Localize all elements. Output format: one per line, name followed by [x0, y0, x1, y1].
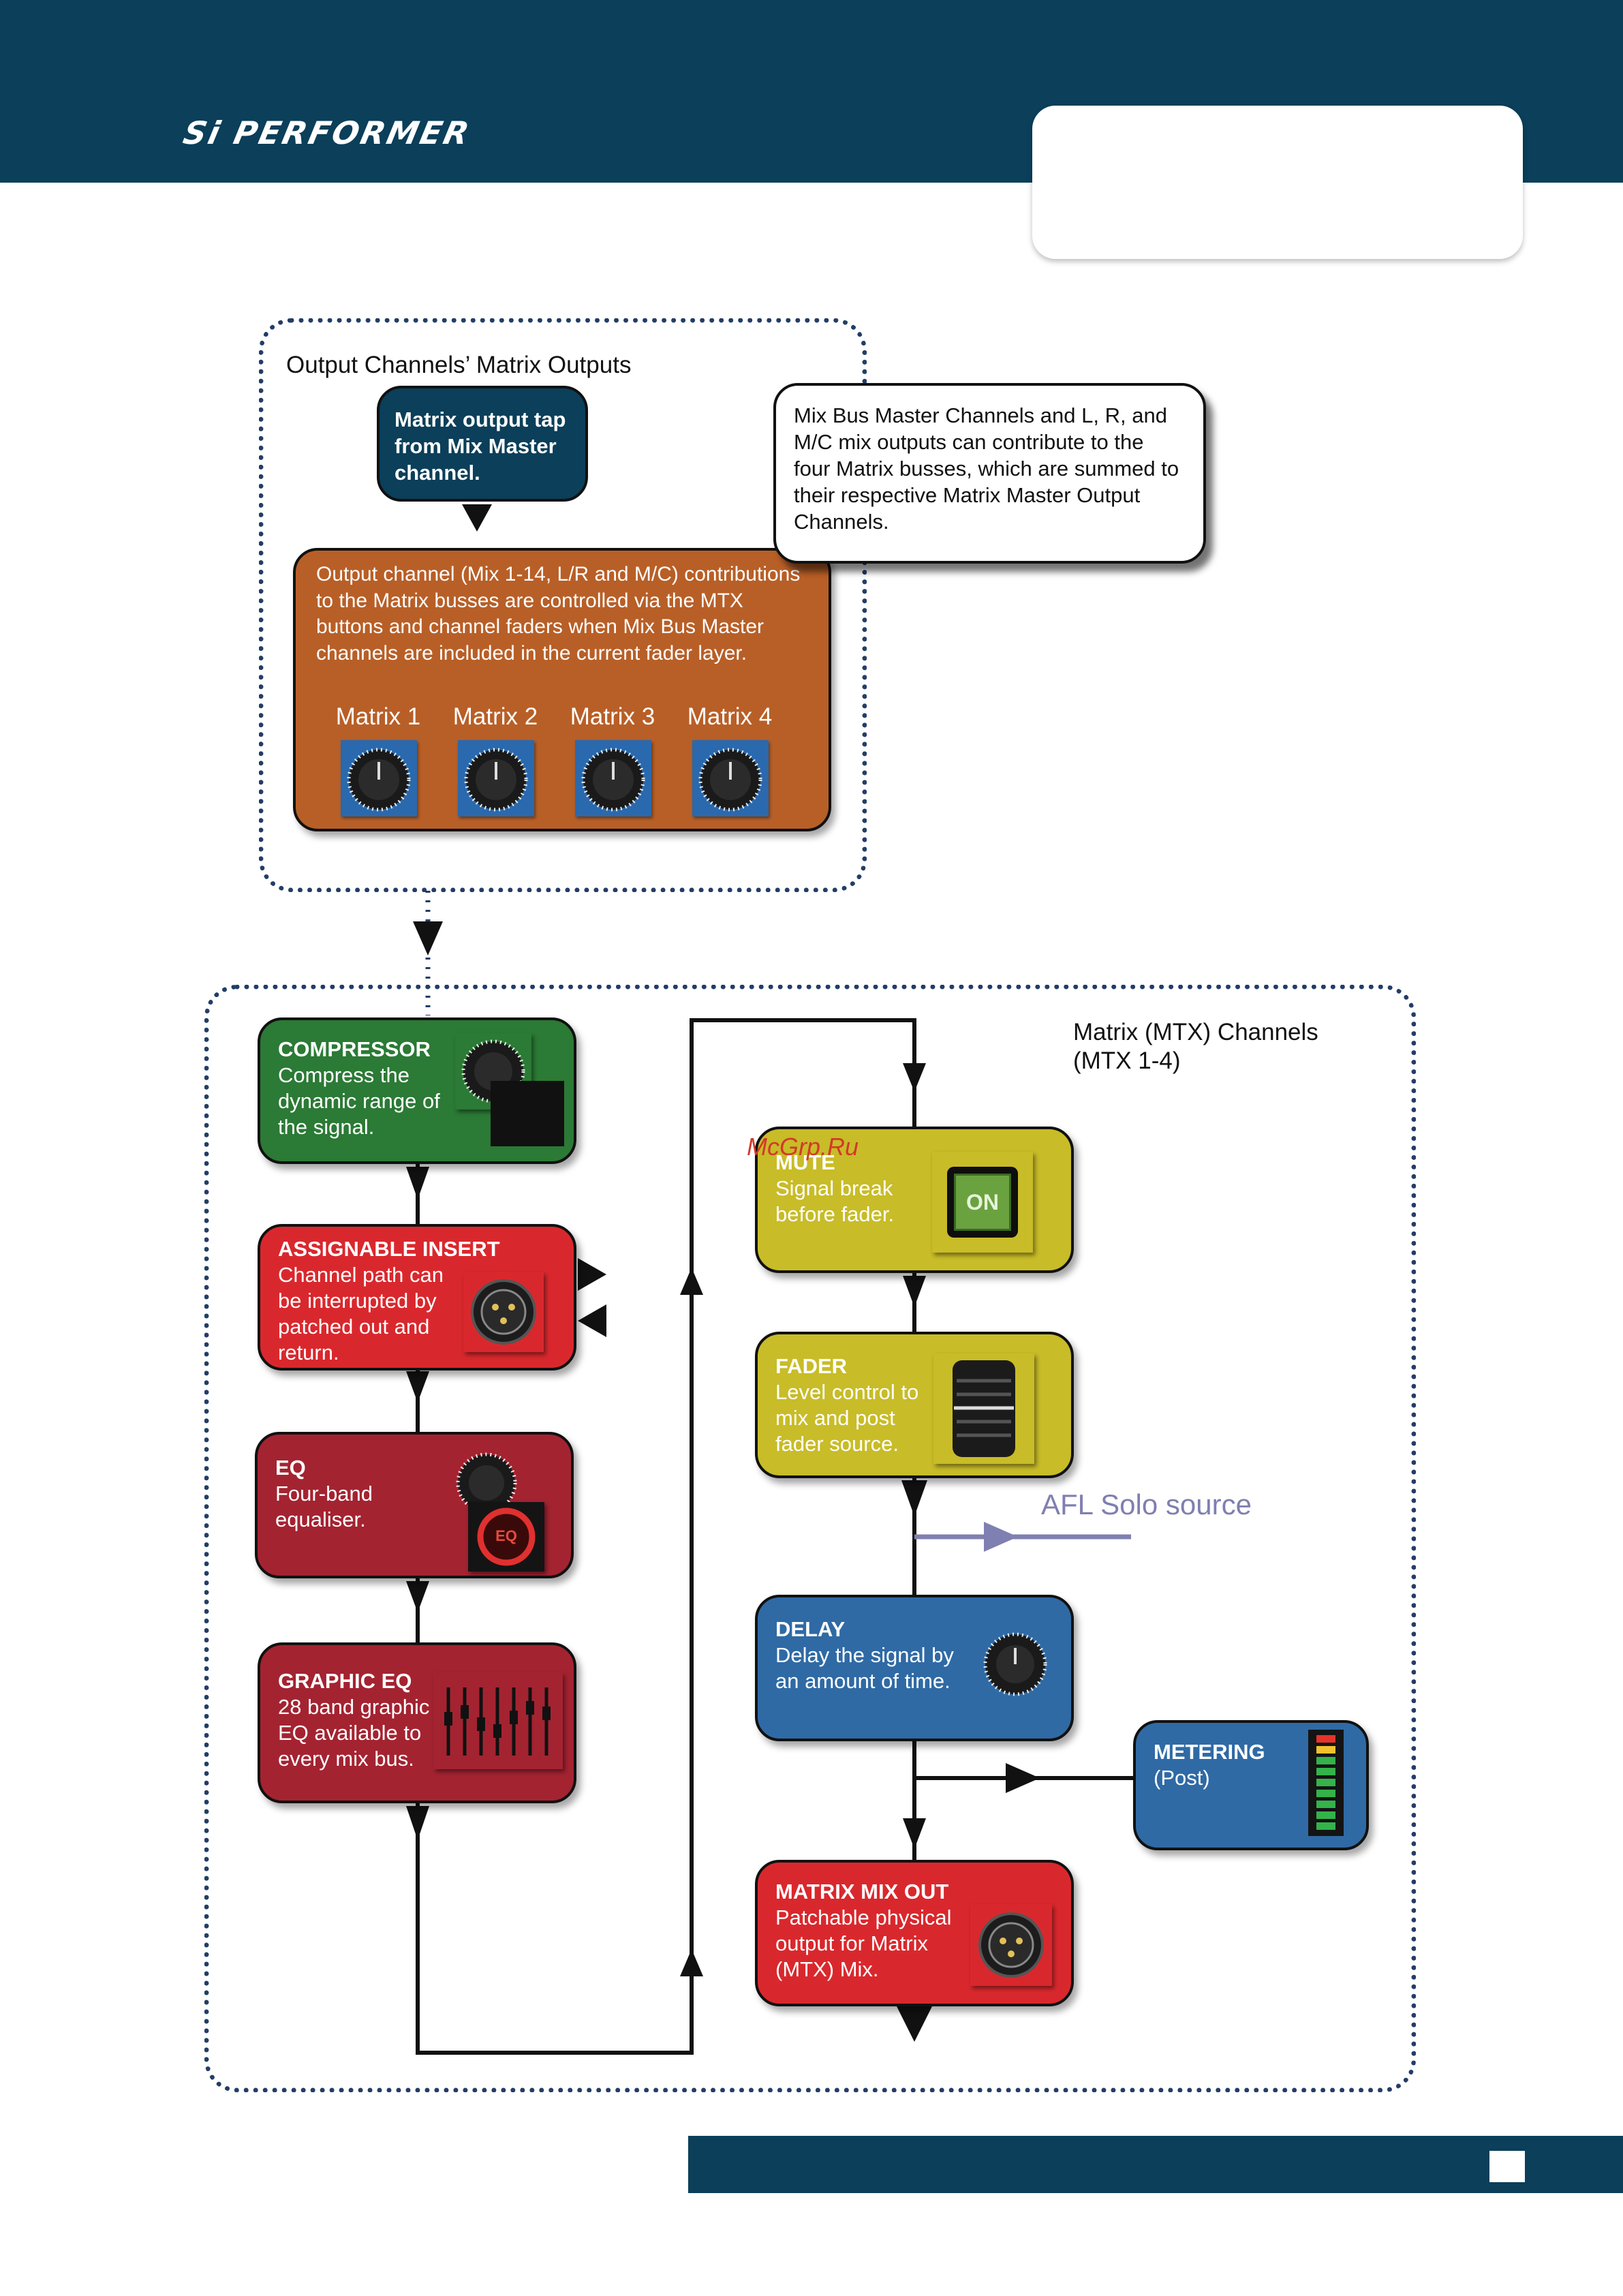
matrix-3-label: Matrix 3 [570, 703, 655, 730]
matrix-1-knob-icon [341, 740, 417, 816]
watermark-text: McGrp.Ru [747, 1133, 859, 1161]
arrow-mute [903, 1276, 926, 1307]
arrow-afl [984, 1522, 1018, 1552]
eq-knob-icon [450, 1450, 523, 1518]
arrow-geq [406, 1806, 429, 1840]
matrix-1-label: Matrix 1 [335, 703, 421, 730]
insert-title: ASSIGNABLE INSERT [278, 1237, 500, 1261]
mute-title: MUTE [775, 1150, 835, 1174]
mute-text: Signal break before fader. [775, 1176, 895, 1226]
mtx-group-title-line2: (MTX 1-4) [1073, 1047, 1181, 1074]
page-number-box [1489, 2151, 1525, 2182]
eq-button-icon: EQ [468, 1502, 544, 1572]
graphic-eq-title: GRAPHIC EQ [278, 1669, 412, 1693]
output-channel-text: Output channel (Mix 1-14, L/R and M/C) c… [316, 563, 801, 664]
mute-on-label: ON [954, 1174, 1011, 1231]
delay-text: Delay the signal by an amount of time. [775, 1643, 954, 1693]
matrix-out-xlr-icon [970, 1904, 1052, 1986]
insert-text: Channel path can be interrupted by patch… [278, 1263, 444, 1364]
arrow-delay [903, 1818, 926, 1849]
arrow-insert [406, 1371, 429, 1403]
output-channels-group [259, 318, 867, 892]
metering-text: (Post) [1154, 1766, 1210, 1790]
delay-knob-icon [977, 1626, 1053, 1702]
matrix-2-label: Matrix 2 [452, 703, 538, 730]
afl-solo-label: AFL Solo source [1041, 1488, 1252, 1520]
mtx-channels-group [204, 985, 1416, 2092]
eq-text: Four-band equaliser. [275, 1482, 373, 1531]
arrow-out [897, 2006, 932, 2042]
arrow-group-link [413, 921, 443, 955]
matrix-mix-out-text: Patchable physical output for Matrix (MT… [775, 1905, 952, 1981]
output-group-title: Output Channels’ Matrix Outputs [286, 352, 632, 378]
arrow-comp [406, 1167, 429, 1199]
compressor-text: Compress the dynamic range of the signal… [278, 1063, 440, 1139]
matrix-4-label: Matrix 4 [687, 703, 773, 730]
fader-cap-icon [933, 1353, 1034, 1464]
xlr-connector-icon [463, 1272, 544, 1352]
fader-text: Level control to mix and post fader sour… [775, 1380, 919, 1456]
arrow-up-1 [680, 1268, 703, 1295]
insert-return-arrow [578, 1304, 606, 1337]
mute-on-button-icon: ON [932, 1152, 1033, 1253]
arrow-fader [901, 1480, 927, 1516]
matrix-3-knob-icon [575, 740, 651, 816]
header-card [1032, 106, 1523, 259]
mtx-group-title: Matrix (MTX) Channels (MTX 1-4) [1073, 1018, 1318, 1075]
mix-bus-callout: Mix Bus Master Channels and L, R, and M/… [773, 383, 1206, 564]
eq-title: EQ [275, 1456, 306, 1480]
graphic-eq-text: 28 band graphic EQ available to every mi… [278, 1695, 430, 1771]
insert-send-arrow [578, 1258, 606, 1291]
matrix-tap-label: Matrix output tap from Mix Master channe… [377, 386, 588, 502]
compressor-title: COMPRESSOR [278, 1037, 431, 1061]
mtx-group-title-line1: Matrix (MTX) Channels [1073, 1019, 1318, 1045]
compressor-button-icon [491, 1081, 564, 1146]
arrow-up-2 [680, 1949, 703, 1976]
footer-band [688, 2136, 1623, 2193]
tap-pointer [462, 504, 492, 532]
metering-title: METERING [1154, 1740, 1265, 1764]
delay-block: DELAY Delay the signal by an amount of t… [755, 1595, 1074, 1741]
graphic-eq-sliders-icon [433, 1672, 563, 1769]
eq-button-label: EQ [495, 1527, 517, 1544]
delay-title: DELAY [775, 1617, 846, 1641]
arrow-metering [1006, 1763, 1040, 1793]
fader-title: FADER [775, 1354, 848, 1378]
matrix-2-knob-icon [458, 740, 534, 816]
led-meter-icon [1308, 1730, 1344, 1836]
matrix-mix-out-title: MATRIX MIX OUT [775, 1880, 949, 1903]
graphic-eq-block: GRAPHIC EQ 28 band graphic EQ available … [258, 1642, 576, 1803]
matrix-4-knob-icon [692, 740, 769, 816]
line-loop [416, 1018, 916, 2055]
arrow-down-mute [903, 1063, 926, 1092]
arrow-eq [406, 1581, 429, 1612]
